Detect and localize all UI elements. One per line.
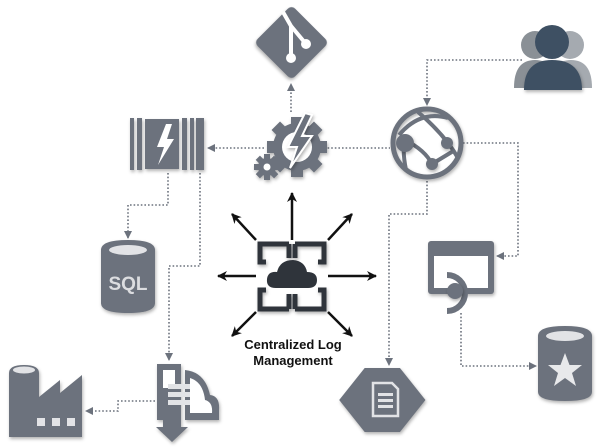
- sql-label: SQL: [108, 274, 147, 295]
- connectors: [85, 59, 537, 415]
- connector-webapp-docs: [385, 181, 428, 366]
- analytics-screen-icon: [428, 241, 494, 314]
- functions-gear-icon: [254, 111, 327, 180]
- centralized-log-management-icon: [217, 192, 377, 337]
- web-app-globe-icon: [390, 106, 464, 180]
- sql-database-icon: SQL: [101, 240, 155, 313]
- connector-users-webapp: [423, 59, 522, 106]
- cloud-icon: [266, 260, 317, 288]
- event-hub-icon: [130, 118, 204, 170]
- center-label-line1: Centralized Log: [244, 337, 342, 352]
- connector-eventhub-sql: [124, 173, 169, 239]
- document-hexagon-icon: [339, 368, 426, 432]
- connector-analytics-starstore: [460, 313, 537, 370]
- connector-webapp-analytics: [463, 142, 519, 260]
- star-database-icon: [538, 326, 592, 401]
- git-icon: [256, 7, 327, 78]
- data-factory-icon: [9, 365, 82, 437]
- connector-eventhub-datalake: [165, 173, 201, 361]
- center-label-line2: Management: [253, 353, 333, 368]
- connector-datalake-factory: [85, 400, 155, 415]
- users-icon: [514, 25, 592, 90]
- data-lake-icon: [156, 364, 220, 442]
- lightning-icon: [157, 124, 174, 165]
